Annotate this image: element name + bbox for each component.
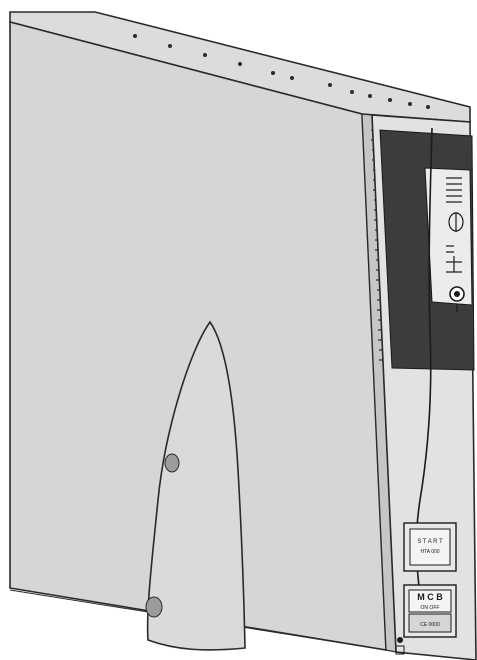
front-module-start: S T A R T HTA 000: [403, 522, 457, 572]
top-vent-dots: [133, 34, 430, 109]
stand-knob-upper: [164, 453, 180, 473]
front-module-mcb: M C B ON OFF CE 0000: [403, 584, 457, 638]
module-start-label: S T A R T: [417, 539, 443, 545]
bottom-indicator-icon: [395, 637, 405, 655]
tower-stand: [146, 320, 246, 651]
display-window: [424, 167, 473, 306]
power-button-icon: [449, 286, 465, 312]
module-start-sublabel: HTA 000: [420, 549, 439, 555]
module-mcb-sublabel: ON OFF: [421, 605, 440, 611]
module-mcb-footer: CE 0000: [420, 622, 440, 628]
module-mcb-label: M C B: [417, 592, 443, 602]
stand-knob-lower: [145, 596, 163, 618]
display-indicators: [446, 177, 464, 273]
